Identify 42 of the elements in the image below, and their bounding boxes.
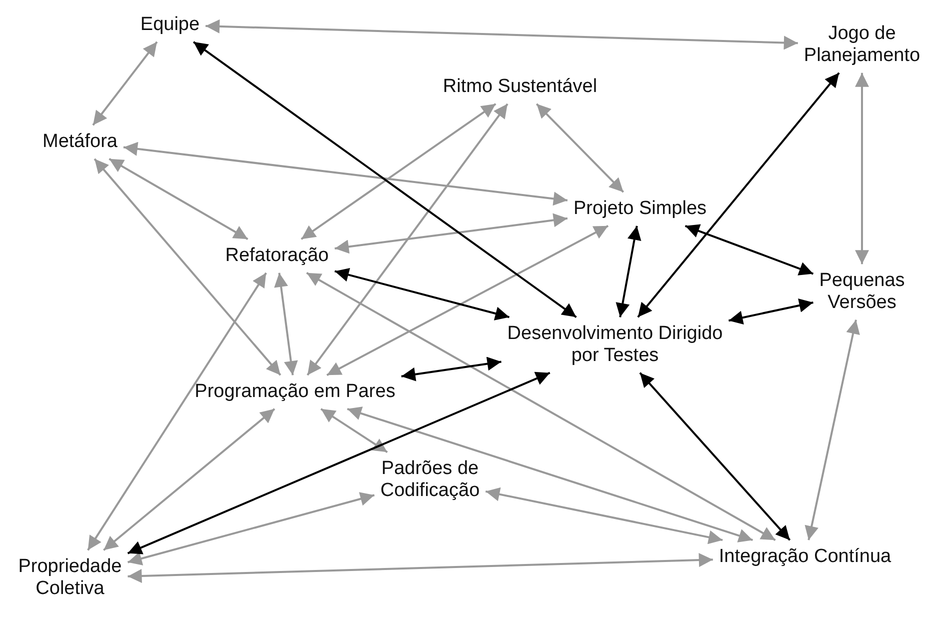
double-arrow: [128, 492, 375, 566]
double-arrow: [274, 272, 298, 376]
double-arrow: [206, 19, 798, 50]
double-arrow: [347, 406, 753, 542]
double-arrow: [87, 272, 267, 551]
double-arrow: [103, 408, 276, 551]
concept-label: Pequenas Versões: [805, 269, 919, 315]
double-arrow: [94, 158, 282, 376]
concept-label: Desenvolvimento Dirigido por Testes: [503, 322, 727, 368]
double-arrow: [855, 72, 869, 264]
concept-label: Padrões de Codificação: [353, 457, 507, 503]
double-arrow: [728, 298, 814, 324]
double-arrow: [804, 320, 860, 540]
double-arrow: [334, 213, 568, 254]
double-arrow: [300, 103, 496, 240]
concept-label: Projeto Simples: [548, 197, 732, 221]
double-arrow: [485, 487, 723, 544]
double-arrow: [637, 72, 840, 318]
double-arrow: [326, 225, 609, 376]
double-arrow: [639, 372, 791, 541]
double-arrow: [123, 142, 568, 206]
double-arrow: [334, 268, 510, 320]
double-arrow: [616, 226, 642, 318]
concept-label: Ritmo Sustentável: [408, 75, 632, 99]
double-arrow: [92, 41, 158, 126]
concept-label: Jogo de Planejamento: [790, 22, 934, 68]
concept-label: Integração Contínua: [683, 545, 927, 569]
double-arrow: [128, 553, 713, 583]
concept-label: Refatoração: [200, 244, 354, 268]
double-arrow: [108, 158, 248, 240]
concept-label: Equipe: [123, 13, 217, 37]
concept-label: Propriedade Coletiva: [3, 555, 137, 601]
double-arrow: [536, 103, 624, 193]
double-arrow: [306, 103, 508, 376]
double-arrow: [306, 272, 776, 541]
double-arrow: [192, 41, 577, 318]
double-arrow: [320, 408, 388, 453]
double-arrow: [127, 372, 550, 554]
double-arrow: [684, 224, 814, 276]
concept-label: Metáfora: [23, 130, 137, 154]
concept-label: Programação em Pares: [148, 380, 442, 404]
double-arrow: [401, 356, 502, 382]
